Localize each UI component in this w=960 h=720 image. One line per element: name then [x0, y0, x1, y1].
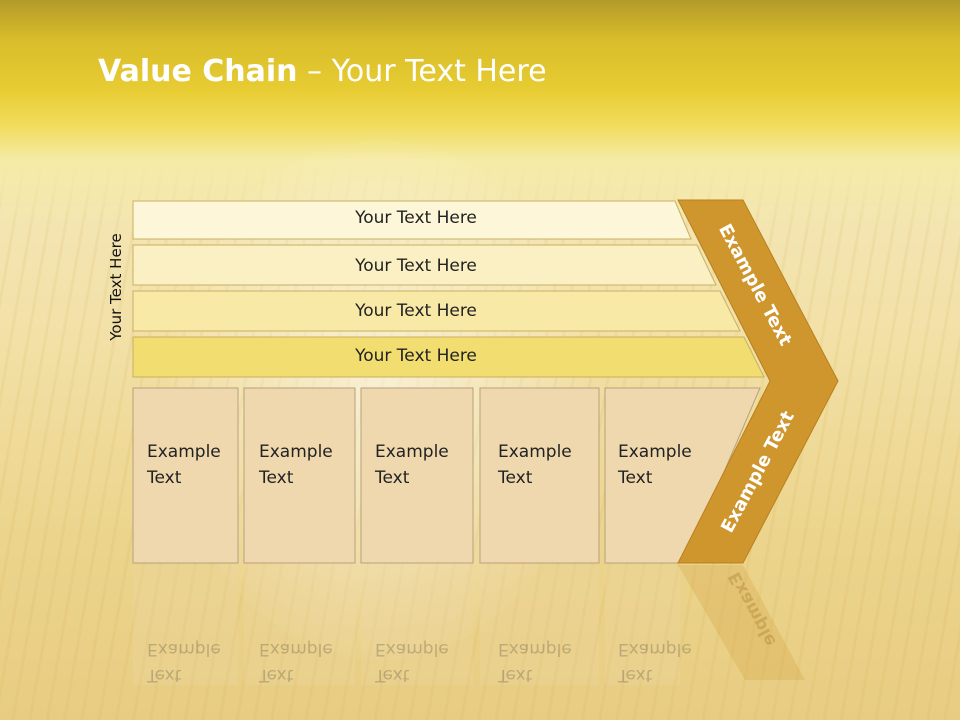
box-1-reflection	[133, 565, 238, 685]
box-1	[132, 387, 239, 564]
box-5-line2: Text	[618, 468, 653, 488]
box-2-reflection	[244, 565, 355, 685]
box-2-line1: Example	[259, 442, 333, 462]
bar-3	[132, 290, 741, 332]
chevron-arrow	[677, 199, 839, 564]
box-4	[479, 387, 600, 564]
box-4-line2: Text	[498, 468, 533, 488]
box-4-reflection	[480, 565, 599, 685]
box-1-line2: Text	[147, 468, 182, 488]
reflection	[133, 565, 805, 685]
bar-4-label: Your Text Here	[355, 346, 477, 366]
box-3-line2: Text	[375, 468, 410, 488]
box-2-line2: Text	[259, 468, 294, 488]
box-5-reflection	[605, 565, 680, 685]
box-5-line1: Example	[618, 442, 692, 462]
bar-2-label: Your Text Here	[355, 256, 477, 276]
slide-title: Value Chain – Your Text Here	[98, 54, 547, 89]
title-rest: – Your Text Here	[297, 54, 547, 89]
box-4-line1: Example	[498, 442, 572, 462]
box-2	[243, 387, 356, 564]
box-3-line1: Example	[375, 442, 449, 462]
box-3	[360, 387, 474, 564]
bar-1	[132, 200, 692, 240]
box-3-reflection	[361, 565, 473, 685]
bar-1-label: Your Text Here	[355, 208, 477, 228]
bar-2	[132, 244, 717, 286]
arrow-reflection	[678, 565, 805, 680]
box-1-line1: Example	[147, 442, 221, 462]
title-bold: Value Chain	[98, 54, 298, 89]
bar-3-label: Your Text Here	[355, 301, 477, 321]
bar-4	[132, 336, 765, 378]
